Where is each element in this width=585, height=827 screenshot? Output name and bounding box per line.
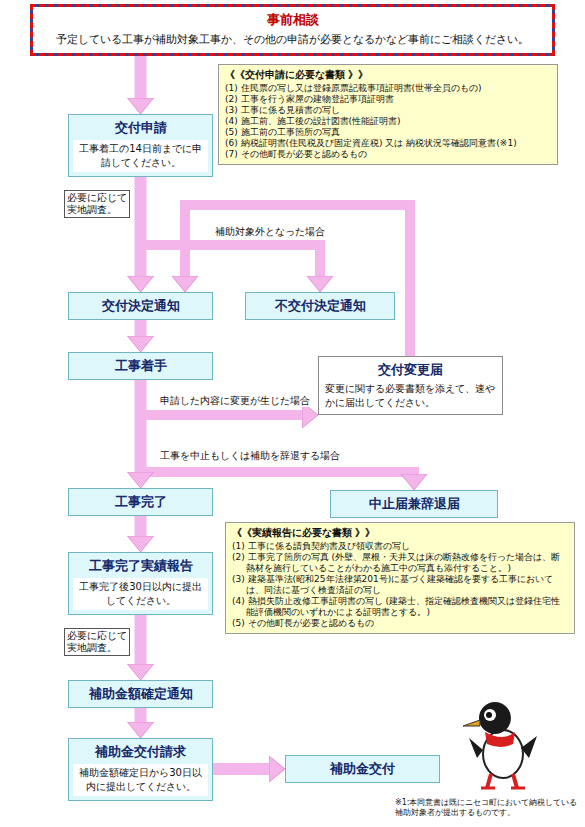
node-text: (3) 工事に係る見積書の写し	[225, 105, 551, 116]
node-title: 不交付決定通知	[250, 297, 390, 315]
node-text: 工事着工の14日前までに申請してください。	[73, 140, 208, 172]
process-box: 交付決定通知	[68, 292, 213, 320]
node-title: 交付決定通知	[73, 297, 208, 315]
node-title: 事前相談	[41, 11, 544, 29]
edge-label: 工事を中止もしくは補助を辞退する場合	[158, 450, 342, 462]
process-box: 工事着手	[68, 352, 213, 380]
edge-label: 申請した内容に変更が生じた場合	[158, 395, 312, 407]
flow-arrow	[213, 763, 269, 775]
node-title: 《《実績報告に必要な書類 》》	[232, 527, 568, 539]
process-box: 交付変更届変更に関する必要書類を添えて、速やかに届出してください。	[318, 356, 503, 415]
node-text: 工事完了後30日以内に提出してください。	[73, 578, 208, 610]
node-text: 変更に関する必要書類を添えて、速やかに届出してください。	[325, 382, 496, 410]
node-title: 工事着手	[73, 357, 208, 375]
node-title: 工事完了実績報告	[73, 557, 208, 575]
process-box: 工事完了実績報告工事完了後30日以内に提出してください。	[68, 552, 213, 615]
process-box: 補助金交付請求補助金額確定日から30日以内に提出してください。	[68, 738, 213, 801]
note-box: 《《交付申請に必要な書類 》》 (1) 住民票の写し又は登録原票記載事項証明書(世…	[218, 64, 558, 165]
node-title: 交付変更届	[325, 361, 496, 379]
node-text: (5) その他町長が必要と認めるもの	[232, 618, 568, 629]
flow-arrow	[135, 516, 147, 536]
process-box: 中止届兼辞退届	[330, 490, 498, 518]
consult-box: 事前相談予定している工事が補助対象工事か、その他の申請が必要となるかなど事前にご…	[30, 4, 555, 56]
node-title: 補助金交付請求	[73, 743, 208, 761]
node-text: (2) 工事完了箇所の写真 (外壁、屋根・天井又は床の断熱改修を行った場合は、断…	[232, 552, 568, 574]
flow-arrow	[135, 708, 147, 722]
node-text: (4) 熱損失防止改修工事証明書の写し (建築士、指定確認検査機関又は登録住宅性…	[232, 596, 568, 618]
node-title: 補助金交付	[290, 760, 435, 778]
note-box: 《《実績報告に必要な書類 》》 (1) 工事に係る請負契約書及び領収書の写し(2)…	[225, 522, 575, 634]
flow-arrow	[185, 205, 410, 356]
node-title: 中止届兼辞退届	[335, 495, 493, 513]
node-title: 補助金額確定通知	[73, 685, 208, 703]
flow-arrow	[135, 380, 147, 472]
mascot-bird	[455, 692, 545, 792]
node-text: 補助金額確定日から30日以内に提出してください。	[73, 764, 208, 796]
process-box: 不交付決定通知	[245, 292, 395, 320]
node-text: (5) 施工前の工事箇所の写真	[225, 127, 551, 138]
side-note: 必要に応じて実地調査。	[64, 190, 130, 218]
node-text: (1) 住民票の写し又は登録原票記載事項証明書(世帯全員のもの)	[225, 83, 551, 94]
flow-arrow	[135, 56, 147, 98]
flow-arrow	[135, 320, 147, 336]
node-text: (1) 工事に係る請負契約書及び領収書の写し	[232, 541, 568, 552]
flow-arrow	[135, 615, 147, 664]
node-text: (6) 納税証明書(住民税及び固定資産税) 又は 納税状況等確認同意書(※1)	[225, 138, 551, 149]
node-title: 《《交付申請に必要な書類 》》	[225, 69, 551, 81]
node-text: 予定している工事が補助対象工事か、その他の申請が必要となるかなど事前にご相談くだ…	[41, 32, 544, 47]
node-text: (3) 建築基準法(昭和25年法律第201号)に基づく建築確認を要する工事におい…	[232, 574, 568, 596]
node-title: 工事完了	[73, 493, 208, 511]
process-box: 補助金交付	[285, 755, 440, 783]
process-box: 交付申請工事着工の14日前までに申請してください。	[68, 114, 213, 177]
node-text: (4) 施工前、施工後の設計図書(性能証明書)	[225, 116, 551, 127]
node-text: (7) その他町長が必要と認めるもの	[225, 149, 551, 160]
process-box: 工事完了	[68, 488, 213, 516]
footnote: ※1:本同意書は既にニセコ町において納税している補助対象者が提出するものです。	[395, 798, 581, 818]
node-title: 交付申請	[73, 119, 208, 137]
side-note: 必要に応じて実地調査。	[64, 628, 130, 656]
process-box: 補助金額確定通知	[68, 680, 213, 708]
node-text: (2) 工事を行う家屋の建物登記事項証明書	[225, 94, 551, 105]
edge-label: 補助対象外となった場合	[213, 226, 327, 238]
